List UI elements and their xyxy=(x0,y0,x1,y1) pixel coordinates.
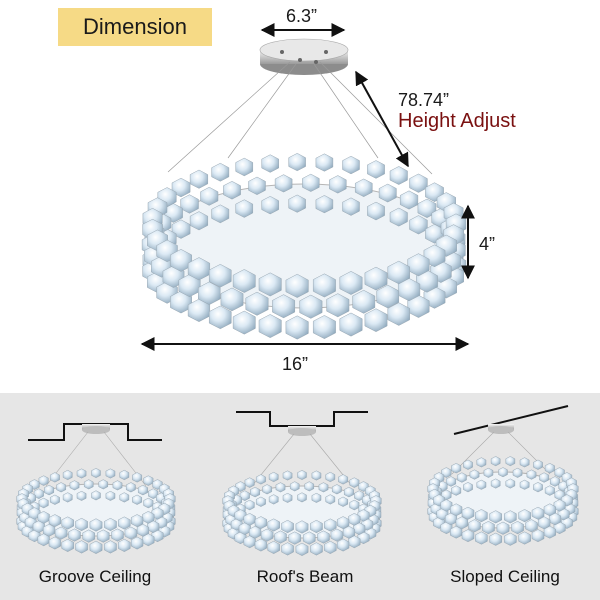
beam-canopy xyxy=(288,426,316,436)
dimension-badge: Dimension xyxy=(58,8,212,46)
ceiling-canopy xyxy=(259,38,349,75)
groove-ceiling-caption: Groove Ceiling xyxy=(38,567,152,586)
cord-length-label: 78.74” xyxy=(398,90,450,110)
cord-length-arrow xyxy=(355,70,409,168)
diameter-label: 16” xyxy=(282,354,309,374)
beam-ring xyxy=(222,470,382,556)
groove-ring xyxy=(16,468,176,554)
sloped-ring xyxy=(427,456,579,546)
canopy-width-label: 6.3” xyxy=(286,6,318,26)
groove-canopy xyxy=(82,424,110,434)
height-adjust-label: Height Adjust xyxy=(398,110,516,132)
groove-ceiling-diagram xyxy=(16,423,176,554)
roof-beam-diagram xyxy=(222,411,382,556)
roof-beam-caption: Roof's Beam xyxy=(256,567,354,586)
sloped-ceiling-diagram xyxy=(427,405,579,546)
height-label: 4” xyxy=(479,234,496,254)
sloped-ceiling-caption: Sloped Ceiling xyxy=(450,567,560,586)
sloped-canopy xyxy=(488,424,514,434)
chandelier-ring xyxy=(141,153,467,340)
